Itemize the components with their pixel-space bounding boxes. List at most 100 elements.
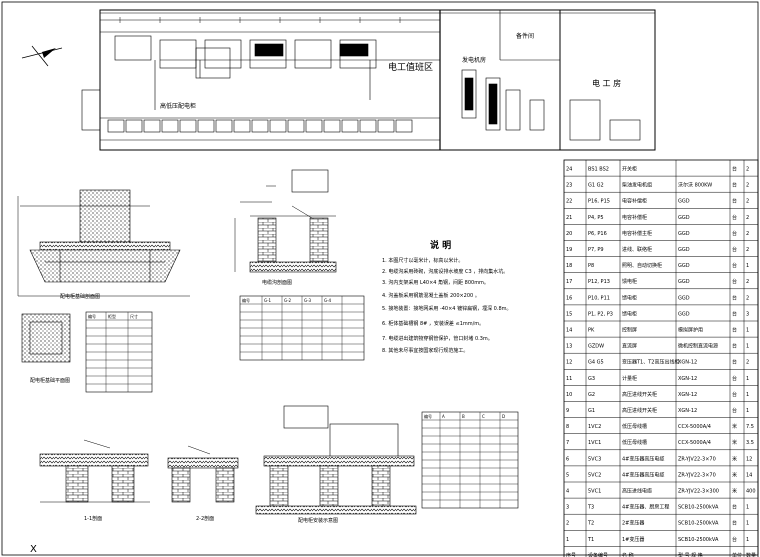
- equipment-cell: 6: [566, 456, 569, 462]
- equipment-cell: T2: [587, 521, 594, 527]
- equipment-cell: 15: [566, 311, 572, 317]
- table-c-h1: G-1: [264, 298, 272, 303]
- equipment-header: 序号: [566, 552, 576, 557]
- table-c: 编号 G-1 G-2 G-3 G-4: [239, 295, 365, 361]
- equipment-cell: 高压进线开关柜: [622, 407, 657, 414]
- equipment-cell: 24: [566, 166, 572, 172]
- table-b-h1: A: [442, 414, 445, 419]
- equipment-cell: GGD: [678, 231, 690, 237]
- table-b-h2: B: [462, 414, 465, 419]
- equipment-cell: 台: [732, 294, 737, 301]
- equipment-cell: 7.5: [746, 424, 754, 430]
- equipment-cell: 9: [566, 408, 569, 414]
- equipment-cell: 台: [732, 230, 737, 237]
- equipment-cell: 台: [732, 359, 737, 366]
- note-8: 8. 其他未尽事宜按国家现行规范施工。: [382, 347, 468, 354]
- equipment-cell: 低压母线槽: [622, 439, 647, 446]
- section-1-1: 1-1剖面: [39, 439, 150, 522]
- equipment-cell: 台: [732, 246, 737, 253]
- equipment-cell: 1: [746, 537, 749, 543]
- equipment-cell: 2: [746, 279, 749, 285]
- table-c-h2: G-2: [284, 298, 292, 303]
- equipment-cell: 变压器T1、T2高压出线柜: [622, 359, 679, 366]
- room-label-electrician: 电 工 房: [592, 78, 621, 88]
- equipment-cell: SCB10-2500kVA: [678, 521, 719, 527]
- equipment-cell: 米: [732, 439, 737, 446]
- equipment-cell: T1: [587, 537, 594, 543]
- equipment-cell: GGD: [678, 279, 690, 285]
- table-b: 编号 A B C D: [421, 411, 519, 509]
- equipment-cell: 5VC3: [588, 456, 601, 462]
- equipment-cell: 2: [746, 360, 749, 366]
- equipment-cell: 7: [566, 440, 569, 446]
- equipment-cell: 米: [732, 471, 737, 478]
- equipment-cell: P1, P2, P3: [588, 311, 613, 317]
- equipment-cell: 4#变压器、厨房工程: [622, 504, 669, 511]
- table-a-h2: 尺寸: [130, 313, 138, 319]
- equipment-cell: PK: [588, 327, 595, 333]
- equipment-cell: 8: [566, 424, 569, 430]
- equipment-cell: 4: [566, 488, 569, 494]
- section-1-caption: 1-1剖面: [84, 515, 102, 522]
- trench-a-caption: 电缆沟剖面图: [262, 279, 292, 286]
- equipment-cell: 2: [746, 183, 749, 189]
- equipment-cell: 1#变压器: [622, 536, 644, 543]
- equipment-cell: 馈电柜: [622, 294, 637, 301]
- equipment-cell: CCX-5000A/4: [678, 440, 711, 446]
- equipment-cell: P7, P9: [588, 247, 604, 253]
- equipment-cell: 1VC2: [588, 424, 601, 430]
- note-2: 2. 电缆沟采用砖砌，沟底设排水坡度 C3 ，排向集水坑。: [382, 268, 508, 275]
- equipment-cell: 17: [566, 279, 572, 285]
- foundation-a-caption: 配电柜基础剖面图: [60, 293, 100, 300]
- equipment-cell: 台: [732, 182, 737, 189]
- equipment-cell: 19: [566, 247, 572, 253]
- equipment-cell: 沃尔沃 800KW: [678, 182, 712, 189]
- room-label-generator: 发电机房: [462, 56, 486, 64]
- equipment-header: 单位: [732, 552, 742, 557]
- table-c-h4: G-4: [324, 298, 332, 303]
- section-2-2: 2-2剖面: [167, 445, 239, 522]
- equipment-cell: 台: [732, 165, 737, 172]
- room-label-store: 备件间: [516, 32, 534, 40]
- equipment-header: 数量: [746, 552, 756, 557]
- notes-block: 说 明 1. 本图尺寸以毫米计，标高以米计。 2. 电缆沟采用砖砌，沟底设排水坡…: [382, 239, 512, 354]
- equipment-cell: 14: [746, 472, 752, 478]
- equipment-cell: 12: [746, 456, 752, 462]
- equipment-cell: 11: [566, 376, 572, 382]
- equipment-cell: 16: [566, 295, 572, 301]
- equipment-cell: P6, P16: [588, 231, 607, 237]
- equipment-cell: 高压进线开关柜: [622, 391, 657, 398]
- equipment-cell: 1: [746, 327, 749, 333]
- axis-x-marker: X: [30, 544, 37, 555]
- equipment-cell: P12, P13: [588, 279, 610, 285]
- table-b-h4: D: [502, 414, 505, 419]
- equipment-cell: 13: [566, 344, 572, 350]
- equipment-cell: 1: [746, 505, 749, 511]
- equipment-cell: GGD: [678, 247, 690, 253]
- cabinet-install-detail: 配电柜安装示意图: [255, 405, 417, 524]
- equipment-cell: 2: [746, 199, 749, 205]
- equipment-cell: 3: [566, 505, 569, 511]
- equipment-cell: 1: [746, 344, 749, 350]
- equipment-cell: 2: [746, 215, 749, 221]
- equipment-cell: GGD: [678, 263, 690, 269]
- equipment-cell: 开关柜: [622, 165, 637, 172]
- equipment-cell: ZR-YJV22-3×70: [678, 472, 716, 478]
- equipment-cell: P16, P15: [588, 199, 610, 205]
- equipment-cell: 馈电柜: [622, 310, 637, 317]
- equipment-cell: 台: [732, 262, 737, 269]
- table-a-h1: 柜型: [108, 313, 116, 319]
- equipment-cell: XGN-12: [678, 376, 697, 382]
- equipment-cell: 柴油发电机组: [622, 182, 652, 189]
- equipment-cell: 2: [746, 231, 749, 237]
- equipment-cell: 直流屏: [622, 343, 637, 350]
- equipment-cell: 1: [746, 263, 749, 269]
- equipment-cell: GGD: [678, 199, 690, 205]
- equipment-cell: 2: [746, 247, 749, 253]
- equipment-cell: 12: [566, 360, 572, 366]
- equipment-cell: 台: [732, 310, 737, 317]
- equipment-cell: 台: [732, 407, 737, 414]
- equipment-cell: 1: [566, 537, 569, 543]
